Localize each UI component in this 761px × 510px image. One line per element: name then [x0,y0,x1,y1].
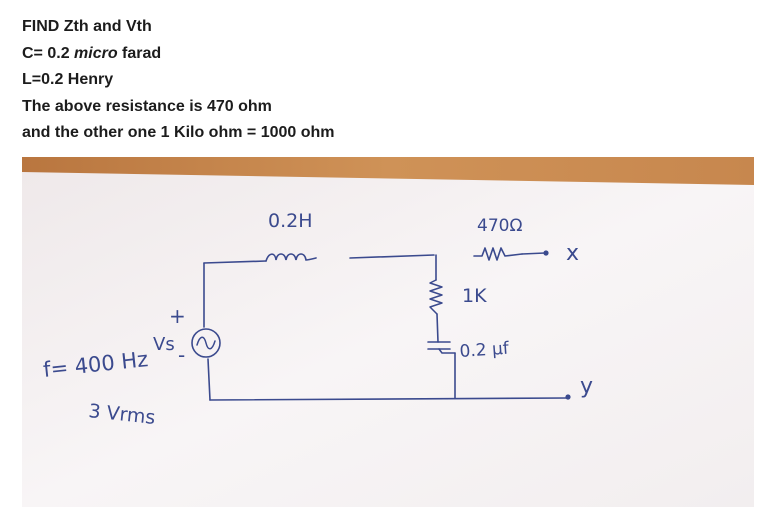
resistor-top-symbol [473,247,523,261]
capacitor-symbol [427,341,456,354]
plus-sign: + [169,304,186,328]
capacitance-prefix: C= 0.2 [22,44,75,62]
paper-sheet [22,172,754,507]
question-title: FIND Zth and Vth [22,18,152,35]
circuit-wires [203,252,568,401]
resistance-other-line: and the other one 1 Kilo ohm = 1000 ohm [22,124,335,141]
capacitance-unit-italic: micro [74,44,118,62]
terminal-y-label: y [580,374,593,399]
sine-wave-icon [196,336,216,350]
capacitance-line: C= 0.2 micro farad [22,41,742,68]
capacitor-label: 0.2 μf [459,339,511,362]
ac-source-symbol [191,328,221,358]
inductance-line: L=0.2 Henry [22,71,114,88]
question-text: FIND Zth and Vth C= 0.2 micro farad L=0.… [22,14,742,147]
circuit-drawing: 0.2H 470Ω 1K 0.2 μf Vs + - f= 400 Hz 3 V… [22,157,754,507]
inductor-label: 0.2H [268,210,313,232]
minus-sign: - [178,343,185,367]
resistance-above-line: The above resistance is 470 ohm [22,97,272,115]
resistor-top-label: 470Ω [477,216,522,236]
resistor-side-symbol [429,279,443,315]
terminal-x-label: x [566,241,579,266]
capacitance-suffix: farad [117,44,162,62]
source-label: Vs [153,334,175,355]
circuit-photo: 0.2H 470Ω 1K 0.2 μf Vs + - f= 400 Hz 3 V… [22,157,754,507]
resistor-side-label: 1K [462,285,487,307]
inductor-symbol [265,253,317,262]
terminal-x-dot [543,250,549,256]
terminal-y-dot [565,394,571,400]
